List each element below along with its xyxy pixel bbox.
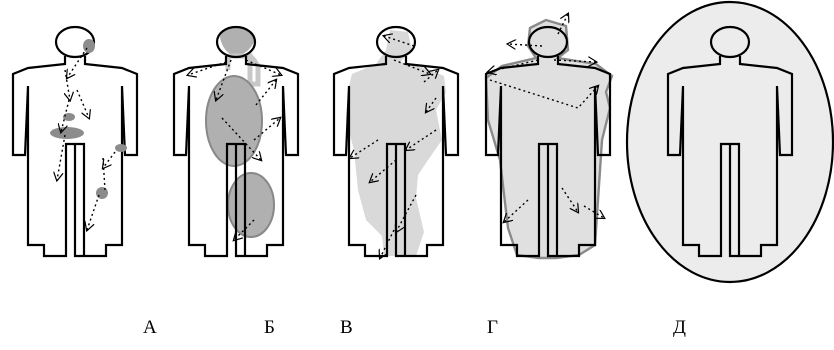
figure-label-a: А	[143, 318, 157, 337]
lesion-spot	[63, 113, 75, 121]
lesion-spot	[50, 127, 84, 139]
figure-a	[13, 27, 137, 256]
figure-label-v: В	[340, 318, 353, 337]
figure-d	[627, 2, 833, 282]
figure-label-b: Б	[264, 318, 275, 337]
figure-label-d: Д	[673, 318, 686, 337]
figure-g	[486, 14, 612, 258]
affected-area	[228, 173, 274, 237]
figure-b	[174, 27, 298, 256]
lesion-spot	[96, 187, 108, 199]
lesion-spot	[83, 39, 95, 53]
lesion-spot	[115, 144, 127, 152]
figure-v	[334, 27, 458, 258]
figure-label-g: Г	[487, 318, 498, 337]
